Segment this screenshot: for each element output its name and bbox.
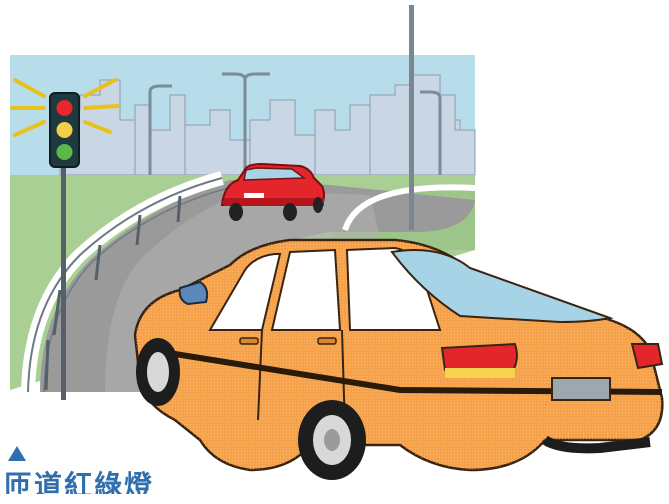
caption-title: 匝道紅綠燈 xyxy=(4,469,155,502)
signal-light-red xyxy=(56,100,73,116)
car-side-mirror xyxy=(178,280,209,306)
car-tail-light-left xyxy=(440,342,518,374)
car-license-plate xyxy=(551,377,611,401)
car-tail-light-right xyxy=(630,343,664,370)
traffic-signal xyxy=(10,78,120,400)
red-car xyxy=(220,162,325,221)
signal-light-yellow xyxy=(56,122,73,138)
car-front-window xyxy=(208,253,282,331)
guard-rail-posts xyxy=(44,195,182,391)
car-side-window xyxy=(270,248,342,331)
car-rear-windshield xyxy=(390,249,614,324)
right-curb xyxy=(342,184,476,232)
orange-car xyxy=(133,238,664,480)
car-front-wheel xyxy=(136,338,180,406)
signal-light-green xyxy=(56,144,73,160)
triangle-up-icon xyxy=(8,446,26,461)
signal-glow-rays xyxy=(10,78,120,137)
car-rear-wheel xyxy=(298,400,366,480)
street-lamps xyxy=(148,72,442,180)
tall-pole xyxy=(409,5,414,230)
